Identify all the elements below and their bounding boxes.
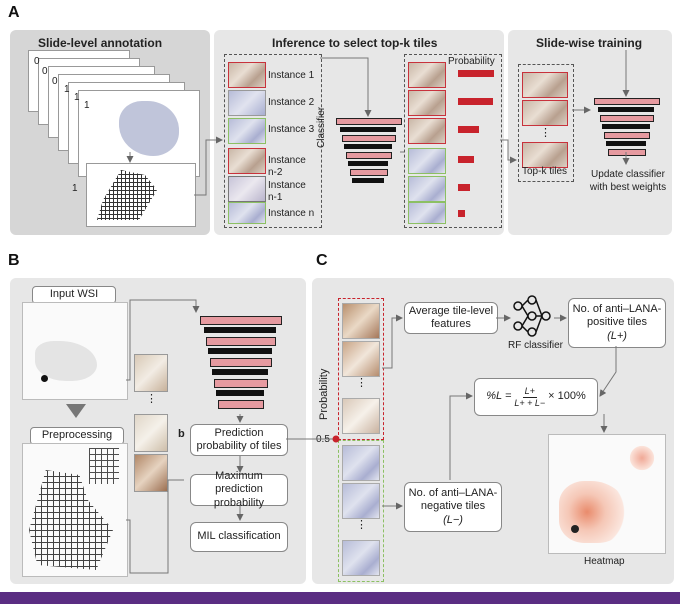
tile-thumb	[134, 414, 168, 452]
ranked-tile	[408, 202, 446, 224]
tile-thumb	[134, 454, 168, 492]
negative-tile	[342, 483, 380, 519]
instance-tile	[228, 148, 266, 174]
instance-tile	[228, 176, 266, 202]
classifier-network	[336, 118, 402, 188]
instance-label: Instance n-2	[268, 155, 306, 178]
slide-stack: 0 0 0 1 1 1	[28, 50, 200, 180]
topk-label: Top-k tiles	[522, 166, 568, 177]
topk-group	[518, 64, 574, 182]
probability-label: Probability	[448, 56, 495, 67]
prediction-box: Prediction probability of tiles	[190, 424, 288, 456]
topk-tile	[522, 142, 568, 168]
ranked-tile	[408, 148, 446, 174]
average-features-box: Average tile-level features	[404, 302, 498, 334]
formula-denominator: L+ + L−	[514, 397, 546, 408]
slide-label: 0	[42, 66, 48, 77]
negative-count-box: No. of anti–LANA-negative tiles (L−)	[404, 482, 502, 532]
max-prediction-box: Maximum prediction probability	[190, 470, 288, 509]
mil-network	[200, 316, 282, 412]
negative-tile	[342, 445, 380, 481]
probability-bar	[458, 210, 465, 217]
probability-bars	[458, 62, 498, 226]
updated-classifier	[594, 98, 660, 162]
b-marker: b	[178, 428, 185, 440]
positive-tile	[342, 398, 380, 434]
negative-tiles-group	[338, 440, 384, 582]
formula-lhs: %L =	[486, 390, 512, 403]
instance-group	[224, 54, 322, 228]
probability-bar	[458, 70, 494, 77]
mil-classification-box: MIL classification	[190, 522, 288, 552]
probability-bar	[458, 98, 493, 105]
topk-ellipsis: ⋮	[540, 127, 551, 139]
footer-bar	[0, 592, 680, 604]
rf-classifier-label: RF classifier	[508, 340, 564, 351]
heatmap-label: Heatmap	[584, 556, 625, 567]
ranked-tile	[408, 62, 446, 88]
update-text: Update classifier with best weights	[589, 169, 667, 193]
inference-title: Inference to select top-k tiles	[272, 36, 438, 50]
instance-label: Instance n-1	[268, 180, 306, 203]
formula-box: %L = L+ L+ + L− × 100%	[474, 378, 598, 416]
positive-tile	[342, 341, 380, 377]
tile-thumb	[134, 354, 168, 392]
probability-bar	[458, 126, 479, 133]
positive-ellipsis: ⋮	[356, 377, 367, 389]
positive-box-text: No. of anti–LANA-positive tiles	[572, 303, 662, 329]
instance-tile	[228, 118, 266, 144]
training-title: Slide-wise training	[536, 36, 643, 50]
negative-tile	[342, 540, 380, 576]
slide-label: 1	[84, 100, 90, 111]
formula-fraction: L+ L+ + L−	[514, 386, 545, 409]
positive-count-box: No. of anti–LANA-positive tiles (L+)	[568, 298, 666, 348]
slide-label: 0	[52, 76, 58, 87]
instance-tile	[228, 90, 266, 116]
grid-label: 1	[72, 183, 78, 194]
ranked-tile	[408, 118, 446, 144]
instance-label: Instance n	[268, 208, 315, 219]
positive-tile	[342, 303, 380, 339]
negative-symbol: (L−)	[443, 513, 463, 526]
preprocessing-label: Preprocessing	[30, 427, 124, 445]
slide-level-title: Slide-level annotation	[38, 36, 163, 50]
instance-label: Instance 2	[268, 97, 315, 108]
instance-tile	[228, 62, 266, 88]
probability-group	[404, 54, 502, 228]
panel-b-label: B	[8, 252, 20, 269]
slide-label: 1	[64, 84, 70, 95]
probability-bar	[458, 156, 474, 163]
preprocessed-wsi	[22, 443, 128, 577]
instance-label: Instance 1	[268, 70, 315, 81]
ranked-tile	[408, 176, 446, 202]
heatmap-image	[548, 434, 666, 554]
instance-tile	[228, 202, 266, 224]
formula-rhs: × 100%	[548, 390, 586, 403]
positive-tiles-group	[338, 298, 384, 440]
panel-a-label: A	[8, 4, 20, 21]
input-wsi-image	[22, 302, 128, 400]
tile-ellipsis: ⋮	[146, 393, 157, 405]
positive-symbol: (L+)	[607, 329, 627, 342]
gridded-slide	[86, 163, 196, 227]
negative-box-text: No. of anti–LANA-negative tiles	[408, 487, 498, 513]
formula-numerator: L+	[522, 385, 537, 398]
slide-label: 1	[74, 92, 80, 103]
topk-tile	[522, 72, 568, 98]
panel-c-label: C	[316, 252, 328, 269]
instance-label: Instance 3	[268, 124, 315, 135]
process-arrow	[66, 404, 86, 418]
negative-ellipsis: ⋮	[356, 519, 367, 531]
topk-tile	[522, 100, 568, 126]
probability-bar	[458, 184, 470, 191]
slide-label: 0	[34, 56, 40, 67]
ranked-tile	[408, 90, 446, 116]
